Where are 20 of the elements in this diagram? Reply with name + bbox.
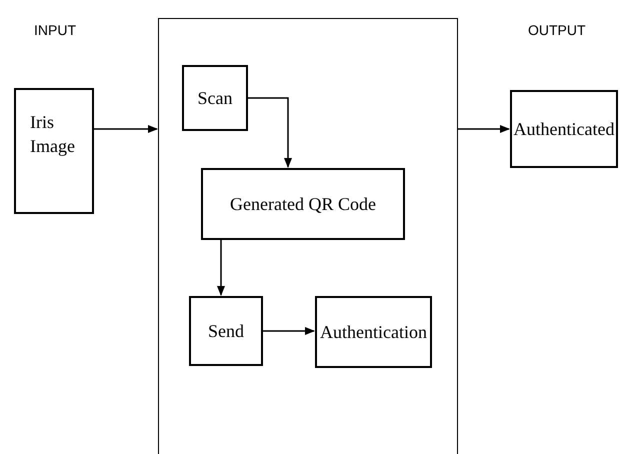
process-box	[14, 88, 94, 214]
arrow	[263, 327, 315, 335]
process-box	[201, 168, 405, 240]
box-label: Generated QR Code	[229, 192, 377, 216]
box-label: Authenticated	[512, 118, 616, 141]
box-label: Authentication	[319, 320, 428, 344]
box-label: Send	[207, 320, 245, 343]
arrow	[217, 240, 225, 296]
system-frame	[158, 18, 458, 454]
process-box	[182, 65, 248, 131]
arrow	[248, 97, 292, 168]
arrow	[94, 125, 158, 133]
process-box	[189, 296, 263, 366]
io-heading: OUTPUT	[528, 21, 586, 40]
box-label: Scan	[196, 86, 234, 110]
io-heading: INPUT	[34, 21, 76, 40]
arrow	[458, 125, 510, 133]
box-label: Iris Image	[29, 111, 76, 158]
process-box	[315, 296, 432, 368]
process-box	[510, 90, 618, 168]
